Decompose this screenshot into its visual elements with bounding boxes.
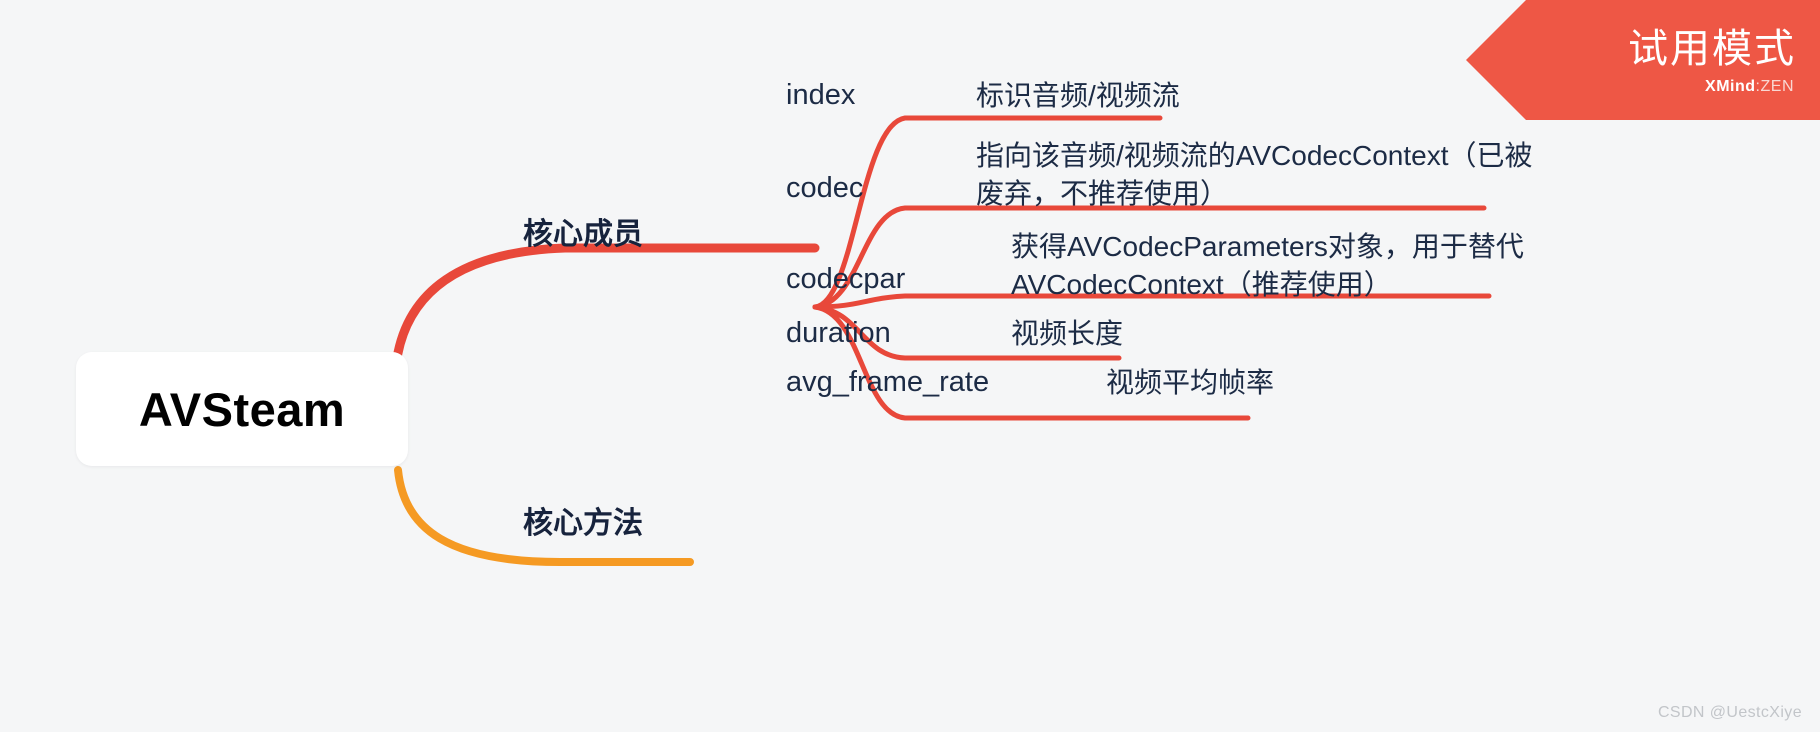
- subtopic-codec-key: codec: [786, 172, 864, 205]
- subtopic-duration-desc: 视频长度: [1011, 317, 1124, 349]
- connector-root-to-core-members: [391, 243, 820, 370]
- root-topic[interactable]: AVSteam: [76, 352, 408, 466]
- subtopic-index-key: index: [786, 79, 856, 111]
- subtopic-duration[interactable]: duration 视频长度: [786, 314, 1123, 353]
- branch-label-core-members[interactable]: 核心成员: [523, 218, 643, 251]
- subtopic-avg-frame-rate-desc: 视频平均帧率: [1106, 366, 1275, 398]
- subtopic-duration-key: duration: [786, 317, 891, 349]
- branch-label-core-methods[interactable]: 核心方法: [523, 507, 643, 540]
- subtopic-codec-desc: 指向该音频/视频流的AVCodecContext（已被 废弃，不推荐使用）: [976, 140, 1533, 209]
- watermark: CSDN @UestcXiye: [1657, 704, 1802, 721]
- subtopic-codecpar-desc: 获得AVCodecParameters对象，用于替代 AVCodecContex…: [1011, 231, 1524, 300]
- trial-mode-title: 试用模式: [1628, 27, 1796, 71]
- xmind-brand-name: XMind: [1705, 78, 1756, 95]
- trial-mode-ribbon: 试用模式 XMind:ZEN: [1466, 0, 1820, 120]
- subtopic-avg-frame-rate-key: avg_frame_rate: [786, 366, 990, 398]
- subtopic-codec[interactable]: codec 指向该音频/视频流的AVCodecContext（已被 废弃，不推荐…: [786, 137, 1533, 212]
- subtopic-codecpar[interactable]: codecpar 获得AVCodecParameters对象，用于替代 AVCo…: [786, 228, 1524, 303]
- subtopic-codecpar-key: codecpar: [786, 263, 906, 296]
- subtopic-index-desc: 标识音频/视频流: [976, 79, 1180, 111]
- subtopic-avg-frame-rate[interactable]: avg_frame_rate 视频平均帧率: [786, 363, 1274, 402]
- root-topic-label: AVSteam: [138, 382, 346, 436]
- xmind-brand: XMind:ZEN: [1705, 78, 1794, 96]
- xmind-brand-edition: :ZEN: [1755, 78, 1794, 95]
- subtopic-index[interactable]: index 标识音频/视频流: [786, 76, 1180, 115]
